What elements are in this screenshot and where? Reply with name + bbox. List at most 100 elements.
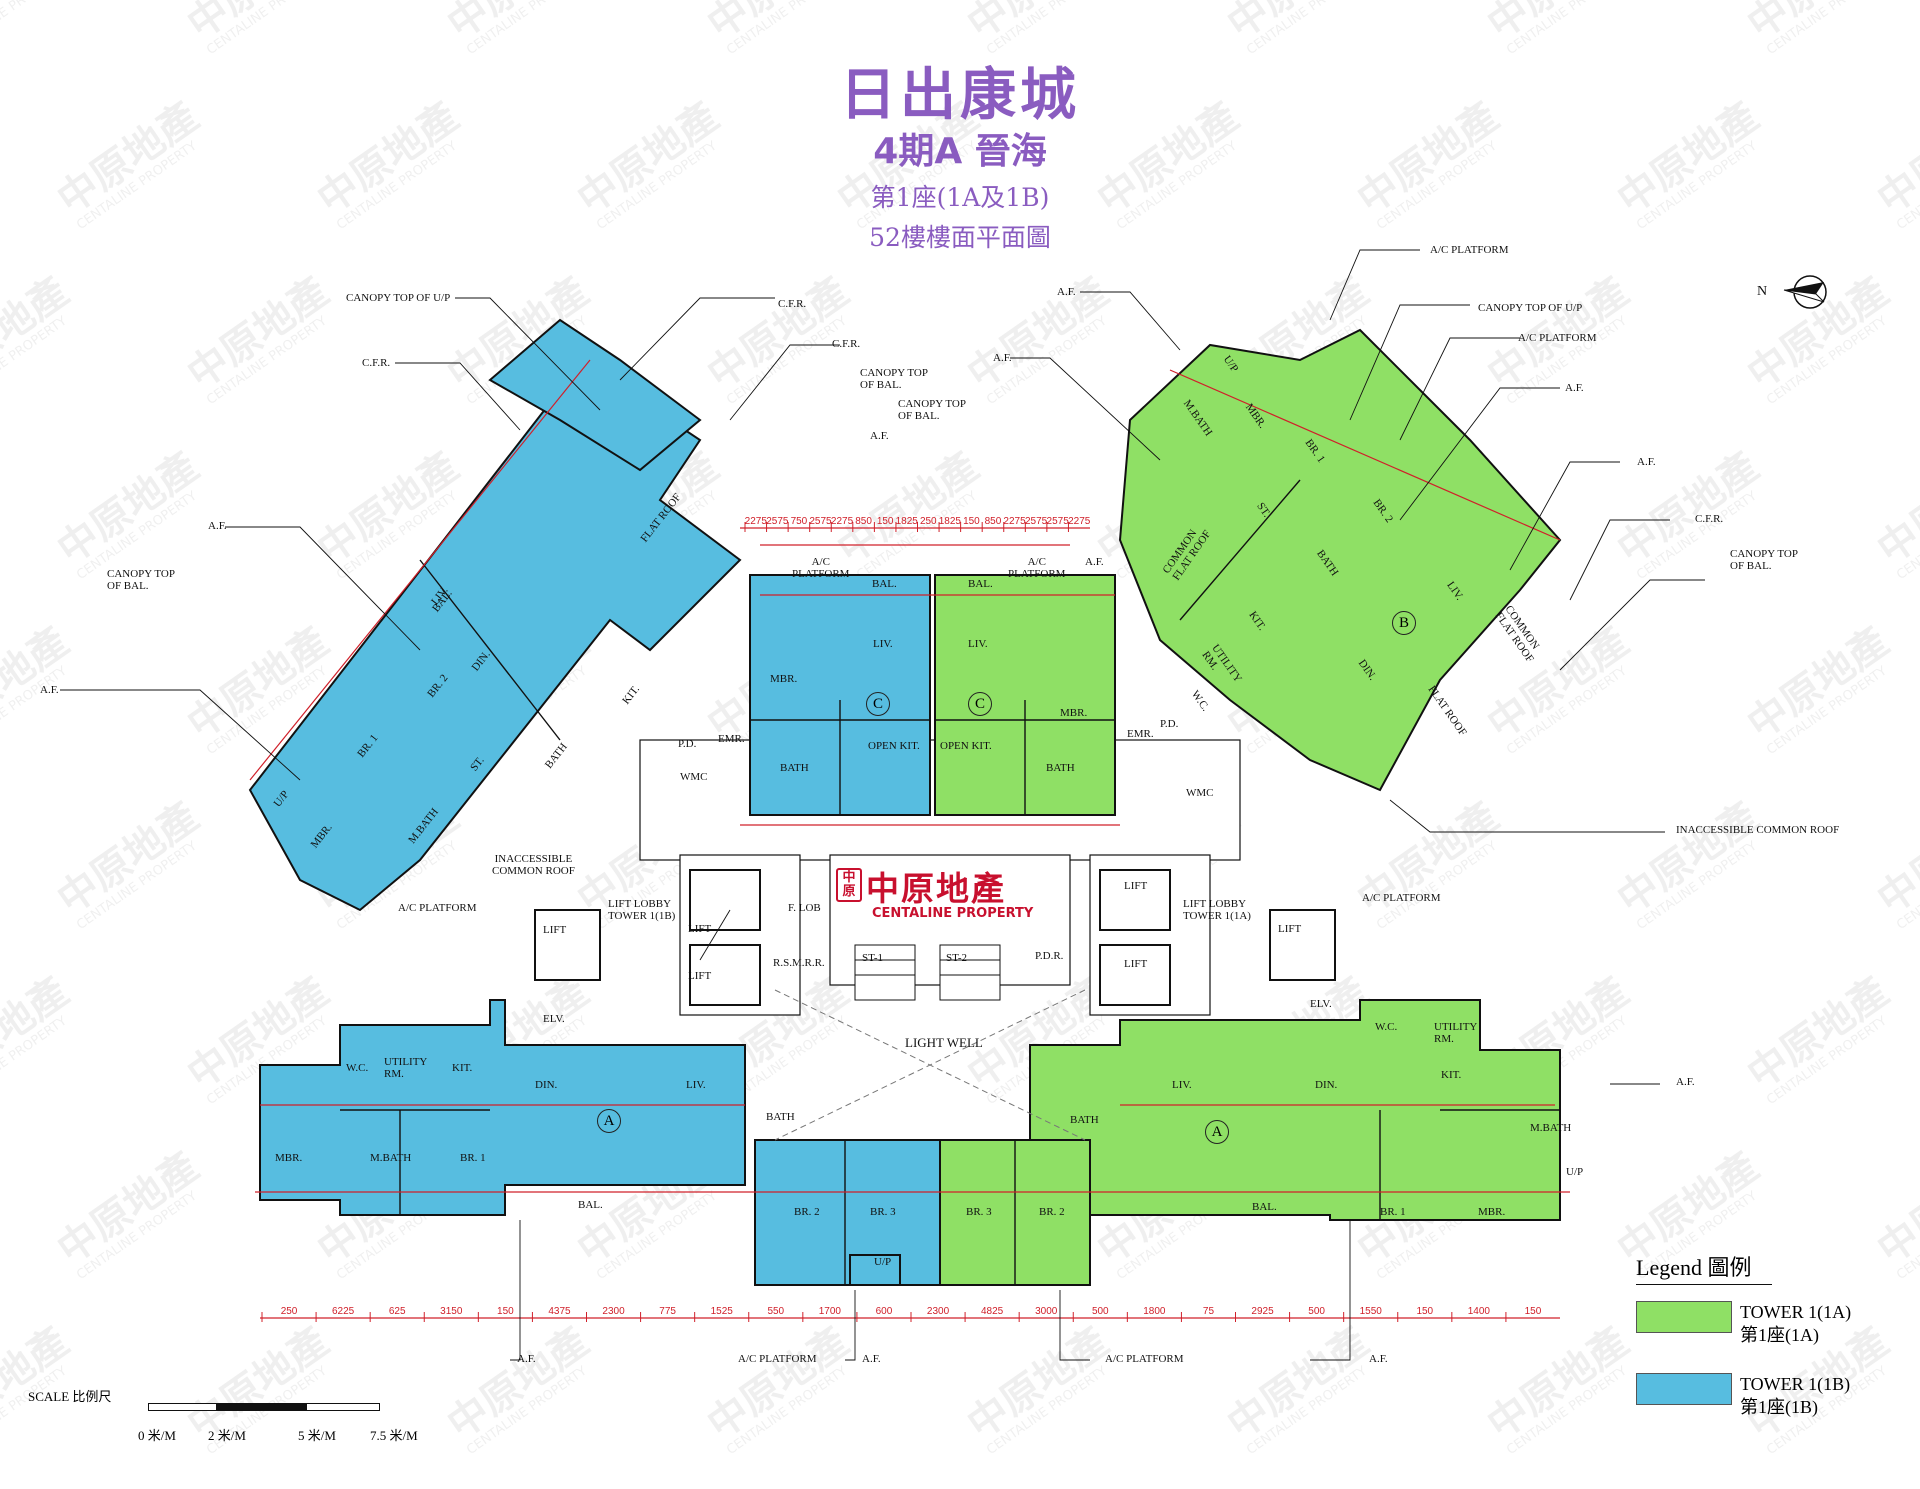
- estate-title: 日出康城: [840, 63, 1080, 128]
- label-af-4: A.F.: [1057, 286, 1076, 298]
- dimension-value: 2575: [766, 516, 789, 527]
- dimension-value: 250: [281, 1306, 298, 1317]
- room-bath-a-left: BATH: [766, 1111, 795, 1123]
- scale-tick-7-5: 7.5 米/M: [370, 1428, 418, 1443]
- dimension-value: 775: [659, 1306, 676, 1317]
- tower-title: 第1座(1A及1B): [870, 183, 1050, 212]
- room-kit-a-left: KIT.: [452, 1062, 473, 1074]
- room-lift-6: LIFT: [1278, 923, 1302, 935]
- legend: Legend 圖例 TOWER 1(1A) 第1座(1A) TOWER 1(1B…: [1636, 1250, 1896, 1445]
- legend-title: Legend 圖例: [1636, 1250, 1772, 1285]
- label-ac-platform-2: A/C PLATFORM: [1518, 332, 1597, 344]
- label-pdr: P.D.R.: [1035, 950, 1064, 962]
- room-br1-a-right: BR. 1: [1380, 1206, 1406, 1218]
- label-cfr-3: C.F.R.: [832, 338, 861, 350]
- room-br3-lower-right: BR. 3: [966, 1206, 992, 1218]
- label-ac-platform-1: A/C PLATFORM: [1430, 244, 1509, 256]
- room-openkit-right: OPEN KIT.: [940, 740, 992, 752]
- unit-lower-left: [754, 1139, 941, 1286]
- room-lift-1: LIFT: [688, 923, 712, 935]
- room-bath-a-right: BATH: [1070, 1114, 1099, 1126]
- room-mbr-c-left: MBR.: [770, 673, 798, 685]
- room-bal-c-right: BAL.: [968, 578, 993, 590]
- room-bal-a-left: BAL.: [578, 1199, 603, 1211]
- label-st1: ST-1: [862, 952, 883, 964]
- room-liv-a-right: LIV.: [1172, 1079, 1192, 1091]
- room-emr-left: EMR.: [718, 733, 745, 745]
- room-liv-c-right: LIV.: [968, 638, 988, 650]
- scale-bar: SCALE 比例尺 0 米/M 2 米/M 5 米/M 7.5 米/M: [28, 1386, 418, 1443]
- room-wmc-left: WMC: [680, 771, 708, 783]
- room-br2-lower-right: BR. 2: [1039, 1206, 1065, 1218]
- dimension-value: 4375: [548, 1306, 571, 1317]
- dimension-value: 750: [791, 516, 808, 527]
- room-mbr-a-left: MBR.: [275, 1152, 303, 1164]
- label-af-6: A.F.: [1085, 556, 1104, 568]
- phase-title: 4期A 晉海: [873, 131, 1047, 172]
- label-af-7: A.F.: [1565, 382, 1584, 394]
- brand-en: CENTALINE PROPERTY: [872, 906, 1034, 921]
- dimension-value: 150: [963, 516, 980, 527]
- label-af-5: A.F.: [993, 352, 1012, 364]
- unit-a-right-marker: A: [1205, 1120, 1229, 1144]
- dimension-value: 2275: [1003, 516, 1026, 527]
- label-ac-platform-3: A/C PLATFORM: [398, 902, 477, 914]
- room-utility-a-left: UTILITY RM.: [384, 1056, 428, 1080]
- dimension-value: 150: [1525, 1306, 1542, 1317]
- dimension-value: 75: [1203, 1306, 1215, 1317]
- legend-swatch-1b: [1636, 1373, 1732, 1405]
- room-liv-a-left: LIV.: [686, 1079, 706, 1091]
- label-st2: ST-2: [946, 952, 967, 964]
- room-lift-4: LIFT: [1124, 880, 1148, 892]
- room-wc-a-left: W.C.: [346, 1062, 369, 1074]
- dimension-value: 1550: [1360, 1306, 1383, 1317]
- legend-label-1b: TOWER 1(1B): [1740, 1374, 1851, 1394]
- label-canopy-up-right: CANOPY TOP OF U/P: [1478, 302, 1583, 314]
- scale-tick-5: 5 米/M: [298, 1428, 336, 1443]
- unit-c-right-marker: C: [968, 692, 992, 716]
- label-ac-platform-5: A/C PLATFORM: [738, 1353, 817, 1365]
- label-ac-platform-6: A/C PLATFORM: [1105, 1353, 1184, 1365]
- dimension-value: 600: [876, 1306, 893, 1317]
- label-af-1: A.F.: [208, 520, 227, 532]
- room-kit-a-right: KIT.: [1441, 1069, 1462, 1081]
- room-bath-c-right: BATH: [1046, 762, 1075, 774]
- room-din-a-right: DIN.: [1315, 1079, 1338, 1091]
- room-bal-c-left: BAL.: [872, 578, 897, 590]
- north-label: N: [1757, 284, 1768, 299]
- room-br1-a-left: BR. 1: [460, 1152, 486, 1164]
- tower-1b-units: [248, 318, 941, 1286]
- legend-zh-1a: 第1座(1A): [1740, 1325, 1819, 1345]
- core-common-area: [639, 739, 1241, 1016]
- dimension-value: 3000: [1035, 1306, 1058, 1317]
- scale-graphic: 0 米/M 2 米/M 5 米/M 7.5 米/M: [138, 1403, 458, 1443]
- legend-zh-1b: 第1座(1B): [1740, 1397, 1818, 1417]
- label-canopy-bal-4: CANOPY TOP OF BAL.: [1730, 548, 1798, 573]
- dimension-value: 1825: [896, 516, 919, 527]
- label-ac-platform-4: A/C PLATFORM: [1362, 892, 1441, 904]
- room-mbr-a-right: MBR.: [1478, 1206, 1506, 1218]
- dimension-value: 6225: [332, 1306, 355, 1317]
- partition-lines: [340, 479, 1560, 1285]
- room-utility-a-right: UTILITY RM.: [1434, 1021, 1478, 1045]
- dimension-value: 150: [497, 1306, 514, 1317]
- label-inaccessible-roof-2: INACCESSIBLE COMMON ROOF: [492, 853, 575, 878]
- legend-item-1a: TOWER 1(1A) 第1座(1A): [1636, 1301, 1896, 1347]
- dimension-value: 2925: [1251, 1306, 1274, 1317]
- room-elv-right: ELV.: [1310, 998, 1332, 1010]
- legend-item-1b: TOWER 1(1B) 第1座(1B): [1636, 1373, 1896, 1419]
- scale-tick-0: 0 米/M: [138, 1428, 176, 1443]
- label-lift-lobby-1a: LIFT LOBBY TOWER 1(1A): [1183, 898, 1251, 923]
- light-well: [774, 989, 1086, 1141]
- centaline-logo-icon: 中原: [836, 868, 862, 902]
- room-pd-right: P.D.: [1160, 718, 1179, 730]
- unit-c-left-marker: C: [866, 692, 890, 716]
- room-wmc-right: WMC: [1186, 787, 1214, 799]
- dimension-value: 2275: [745, 516, 768, 527]
- label-ac-platform-7: A/C PLATFORM: [792, 556, 850, 581]
- room-elv-left: ELV.: [543, 1013, 565, 1025]
- label-f-lob: F. LOB: [788, 902, 821, 914]
- dimension-value: 2300: [602, 1306, 625, 1317]
